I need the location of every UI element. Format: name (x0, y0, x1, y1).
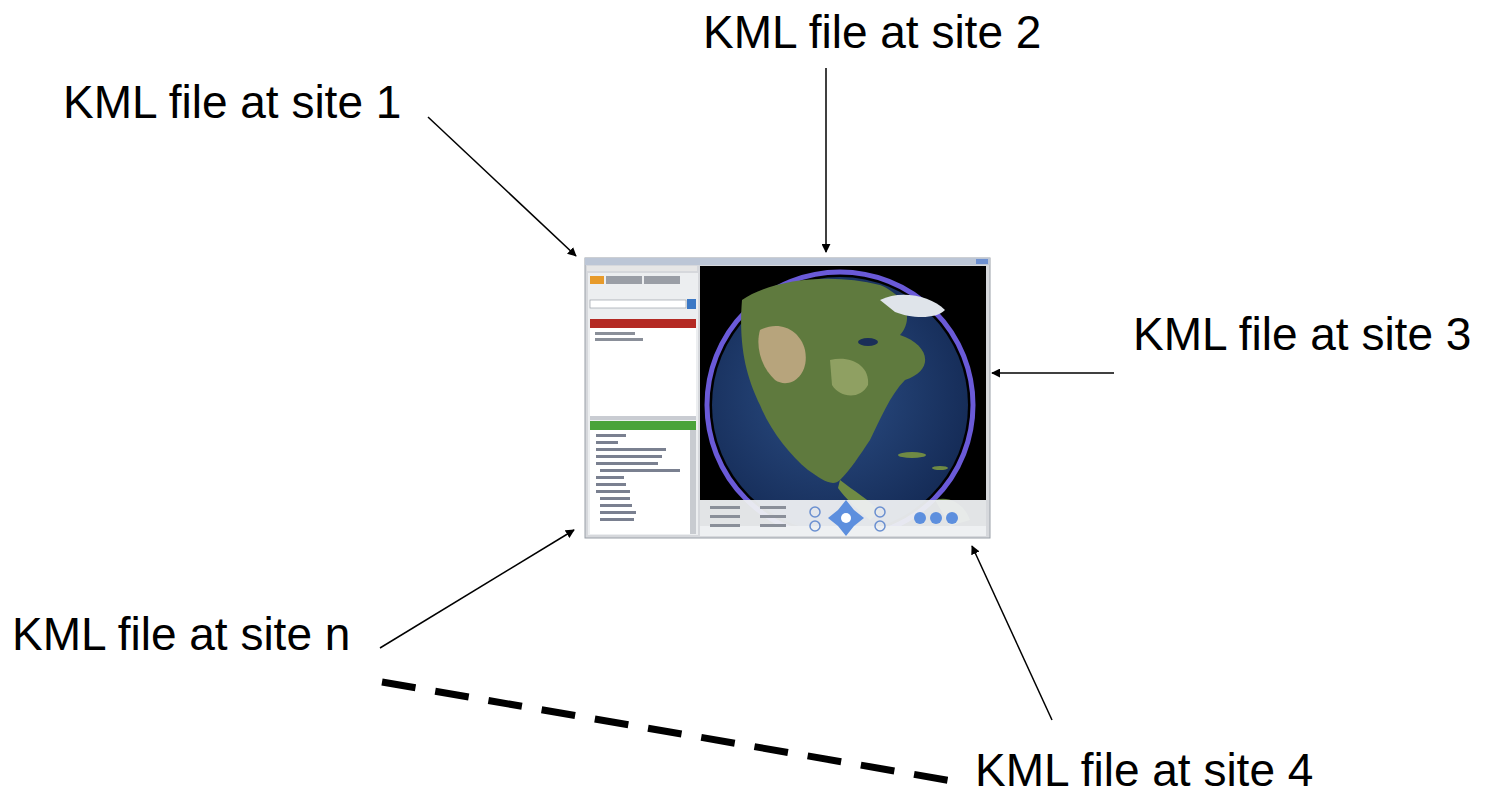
site-label: KML file at site n (12, 608, 350, 661)
site-label: KML file at site 4 (975, 744, 1313, 797)
site-label: KML file at site 2 (703, 6, 1041, 59)
dashed-line (382, 682, 958, 782)
site-label: KML file at site 3 (1133, 308, 1471, 361)
leader-arrows (380, 68, 1114, 720)
screenshot (585, 258, 990, 538)
site-label: KML file at site 1 (63, 76, 401, 129)
